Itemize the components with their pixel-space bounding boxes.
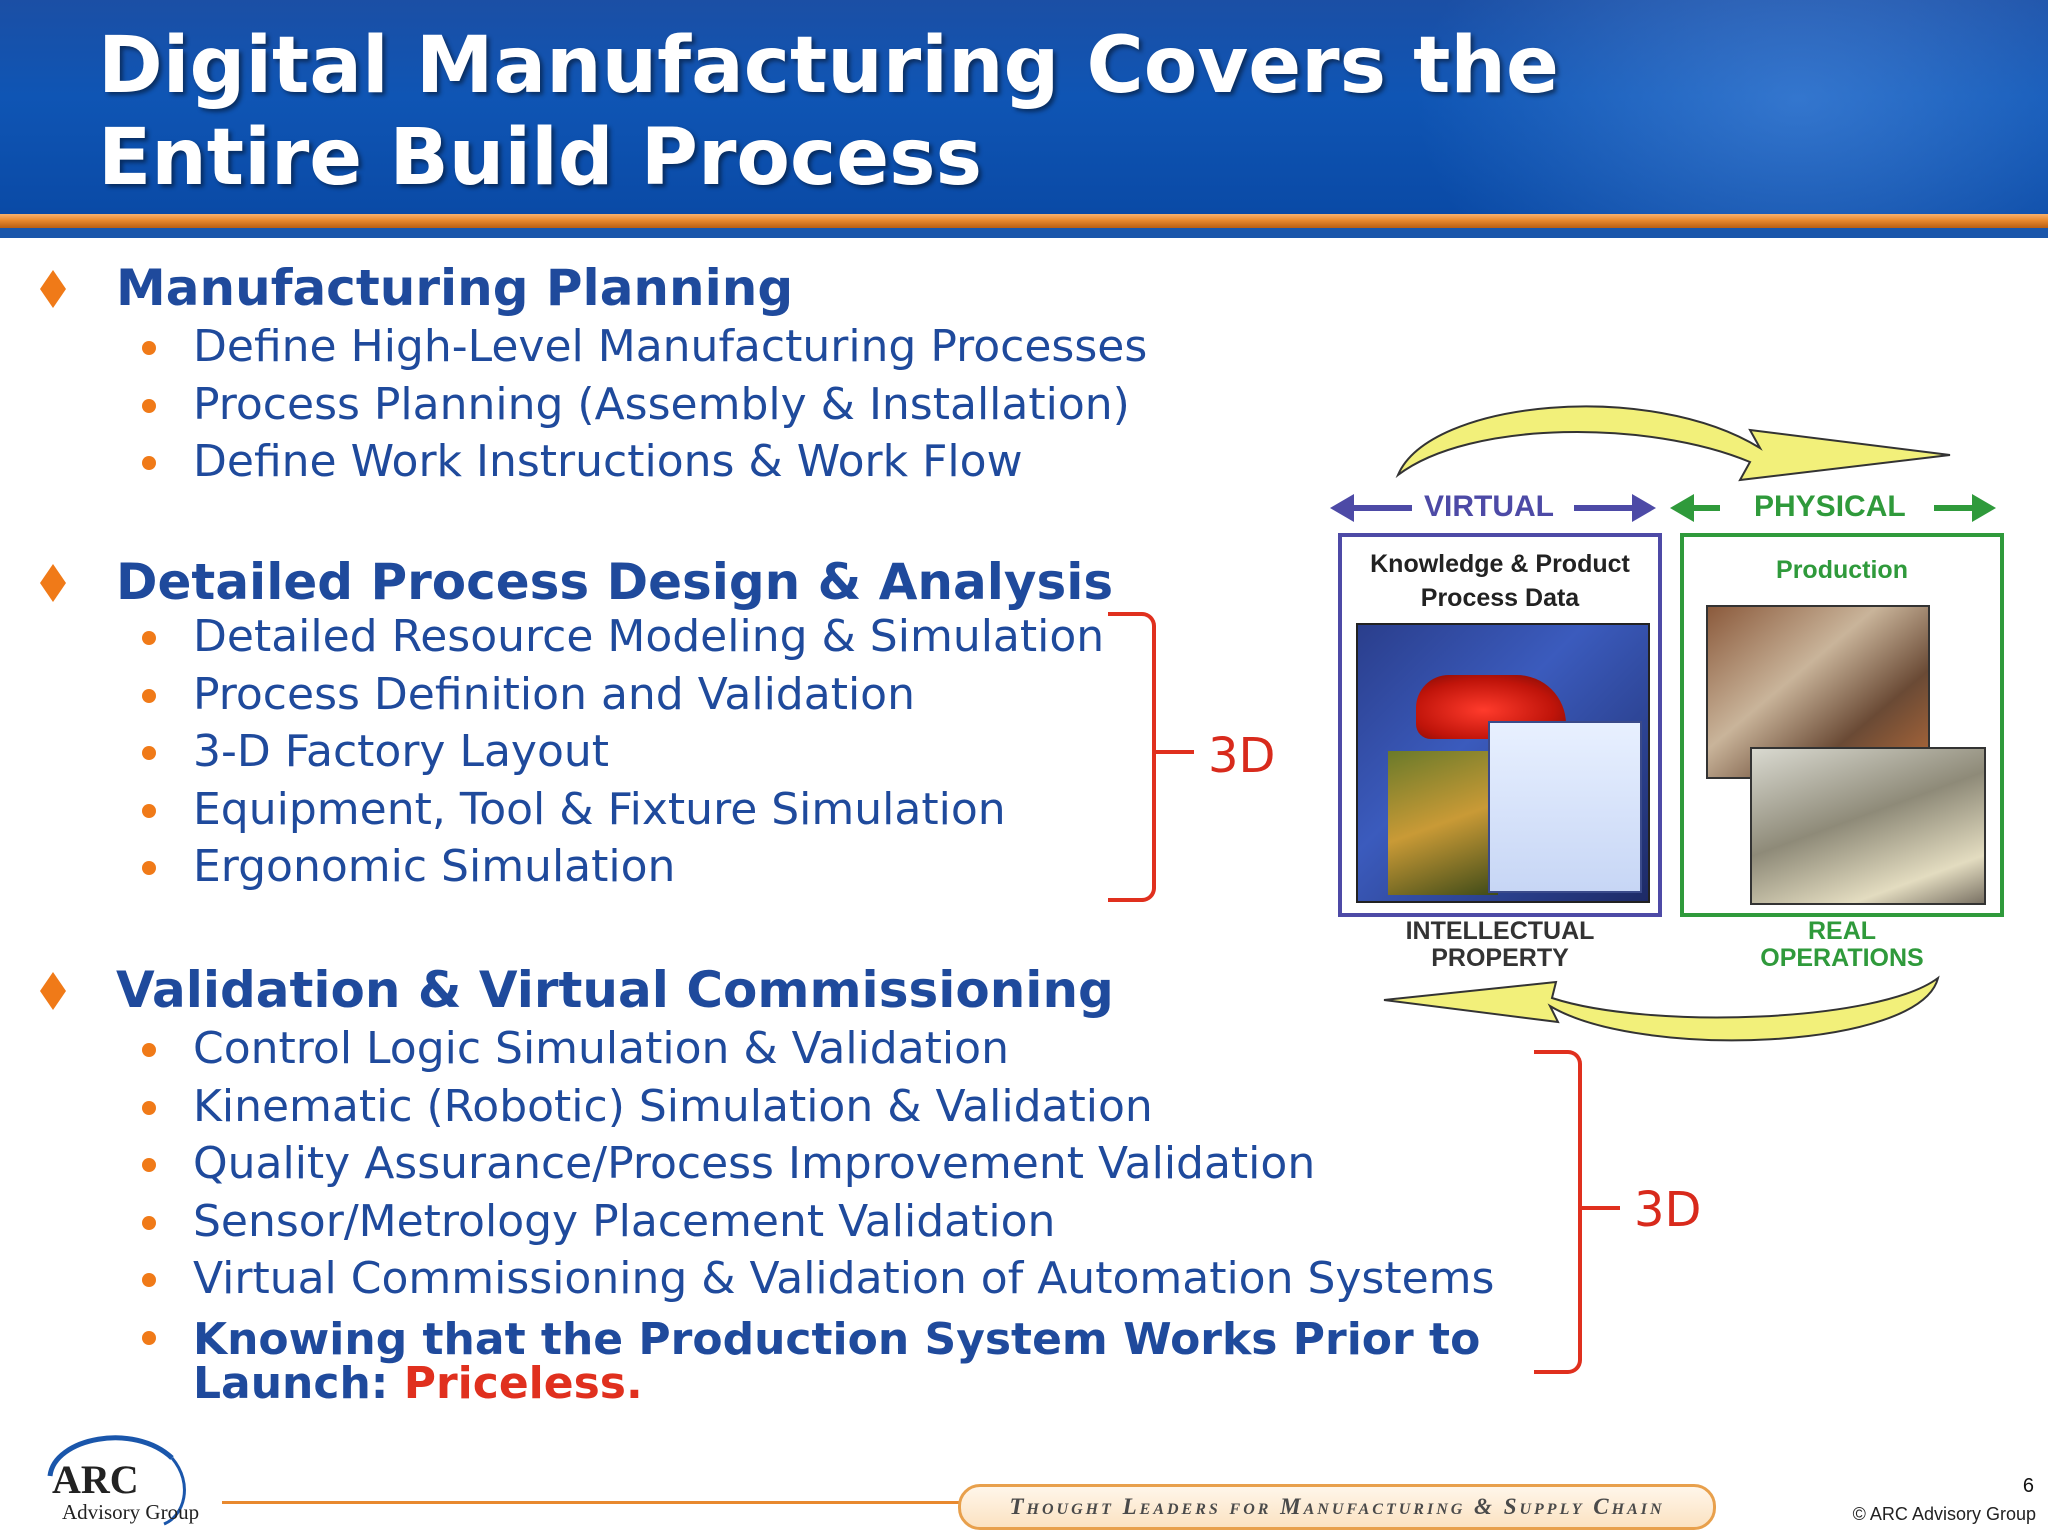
list-item-text: Process Planning (Assembly & Installatio… <box>193 378 1130 430</box>
list-item-text: Quality Assurance/Process Improvement Va… <box>193 1138 1316 1189</box>
bullet-dot-icon <box>142 803 156 818</box>
bracket-3d-lower <box>1534 1050 1582 1374</box>
slide-title-line2: Entire Build Process <box>98 113 983 203</box>
tagline-banner: Thought Leaders for Manufacturing & Supp… <box>958 1484 1716 1530</box>
bullet-dot-icon <box>142 341 156 355</box>
bullet-dot-icon <box>142 456 156 470</box>
section-title: Manufacturing Planning <box>116 259 794 317</box>
label-3d-upper: 3D <box>1208 728 1276 784</box>
bullet-dot-icon <box>142 1043 156 1057</box>
slide-title: Digital Manufacturing Covers the Entire … <box>98 20 1559 204</box>
physical-caption-line1: REAL <box>1807 917 1877 945</box>
arc-logo: ARC Advisory Group <box>44 1428 220 1526</box>
list-item-text: Kinematic (Robotic) Simulation & Validat… <box>193 1080 1153 1132</box>
diamond-bullet-icon <box>40 564 66 602</box>
virtual-box: Knowledge & Product Process Data <box>1338 533 1662 917</box>
virtual-caption-line1: INTELLECTUAL <box>1405 917 1595 945</box>
bracket-3d-upper <box>1108 612 1156 902</box>
emphasis-line2-prefix: Launch: <box>193 1357 404 1409</box>
emphasis-line1: Knowing that the Production System Works… <box>193 1313 1481 1365</box>
section-title: Validation & Virtual Commissioning <box>116 961 1114 1019</box>
bullet-dot-icon <box>142 861 156 875</box>
bullet-dot-icon <box>142 746 156 760</box>
tagline-text: Thought Leaders for Manufacturing & Supp… <box>1009 1494 1665 1519</box>
diamond-bullet-icon <box>40 270 66 308</box>
virtual-caption: INTELLECTUAL PROPERTY <box>1338 918 1662 972</box>
diamond-bullet-icon <box>40 972 66 1010</box>
bullet-dot-icon <box>142 1273 156 1287</box>
list-item-text: Sensor/Metrology Placement Validation <box>193 1195 1056 1247</box>
simulation-screenshot-image <box>1356 623 1650 903</box>
list-item-text: Equipment, Tool & Fixture Simulation <box>193 783 1006 835</box>
physical-label: PHYSICAL <box>1754 490 1906 523</box>
physical-caption: REAL OPERATIONS <box>1680 918 2004 972</box>
list-item-text: Define Work Instructions & Work Flow <box>193 436 1023 487</box>
slide-title-line1: Digital Manufacturing Covers the <box>98 21 1559 111</box>
virtual-box-title-line2: Process Data <box>1420 584 1580 612</box>
bullet-dot-icon <box>142 1100 156 1115</box>
emphasis-text: Knowing that the Production System Works… <box>193 1317 1480 1409</box>
bullet-dot-icon <box>142 1330 156 1345</box>
list-item-text: Define High-Level Manufacturing Processe… <box>193 321 1148 372</box>
bracket-nub <box>1156 750 1194 754</box>
virtual-label: VIRTUAL <box>1424 490 1554 523</box>
bottom-cycle-arrow-icon <box>1383 975 1940 1042</box>
bullet-dot-icon <box>142 631 156 645</box>
bracket-nub <box>1582 1206 1620 1210</box>
list-item-text: Detailed Resource Modeling & Simulation <box>193 611 1105 662</box>
list-item-text: Process Definition and Validation <box>193 668 915 720</box>
logo-swoosh-icon <box>47 1435 186 1526</box>
ergonomic-worker-image <box>1388 751 1498 895</box>
software-window-image <box>1488 721 1642 893</box>
bullet-dot-icon <box>142 1158 156 1172</box>
list-item-text: Virtual Commissioning & Validation of Au… <box>193 1253 1495 1304</box>
header-orange-rule <box>0 214 2048 228</box>
virtual-box-title-line1: Knowledge & Product <box>1370 550 1630 578</box>
section-title: Detailed Process Design & Analysis <box>116 553 1114 611</box>
physical-caption-line2: OPERATIONS <box>1760 944 1924 972</box>
bullet-dot-icon <box>142 1215 156 1230</box>
label-3d-lower: 3D <box>1634 1182 1702 1238</box>
virtual-caption-line2: PROPERTY <box>1431 944 1569 972</box>
list-item-text: 3-D Factory Layout <box>193 726 610 777</box>
physical-box-title: Production <box>1776 556 1908 584</box>
cycle-arrows <box>1330 405 1996 1042</box>
physical-box: Production <box>1680 533 2004 917</box>
header-blue-rule <box>0 228 2048 238</box>
factory-floor-image <box>1750 747 1986 905</box>
page-number: 6 <box>2022 1475 2034 1497</box>
title-banner: Digital Manufacturing Covers the Entire … <box>0 0 2048 214</box>
top-cycle-arrow-icon <box>1395 405 1951 482</box>
emphasis-highlight: Priceless. <box>403 1357 643 1409</box>
copyright: © ARC Advisory Group <box>1852 1504 2036 1524</box>
bullet-dot-icon <box>142 398 156 413</box>
list-item-text: Ergonomic Simulation <box>193 841 676 892</box>
bullet-dot-icon <box>142 688 156 703</box>
logo-subtext: Advisory Group <box>62 1500 200 1524</box>
list-item-text: Control Logic Simulation & Validation <box>193 1023 1009 1074</box>
footer-divider <box>222 1501 960 1504</box>
virtual-physical-diagram: VIRTUAL PHYSICAL Knowledge & Product Pro… <box>1320 400 2020 1060</box>
logo-text: ARC <box>52 1457 139 1502</box>
virtual-box-title: Knowledge & Product Process Data <box>1342 547 1658 615</box>
